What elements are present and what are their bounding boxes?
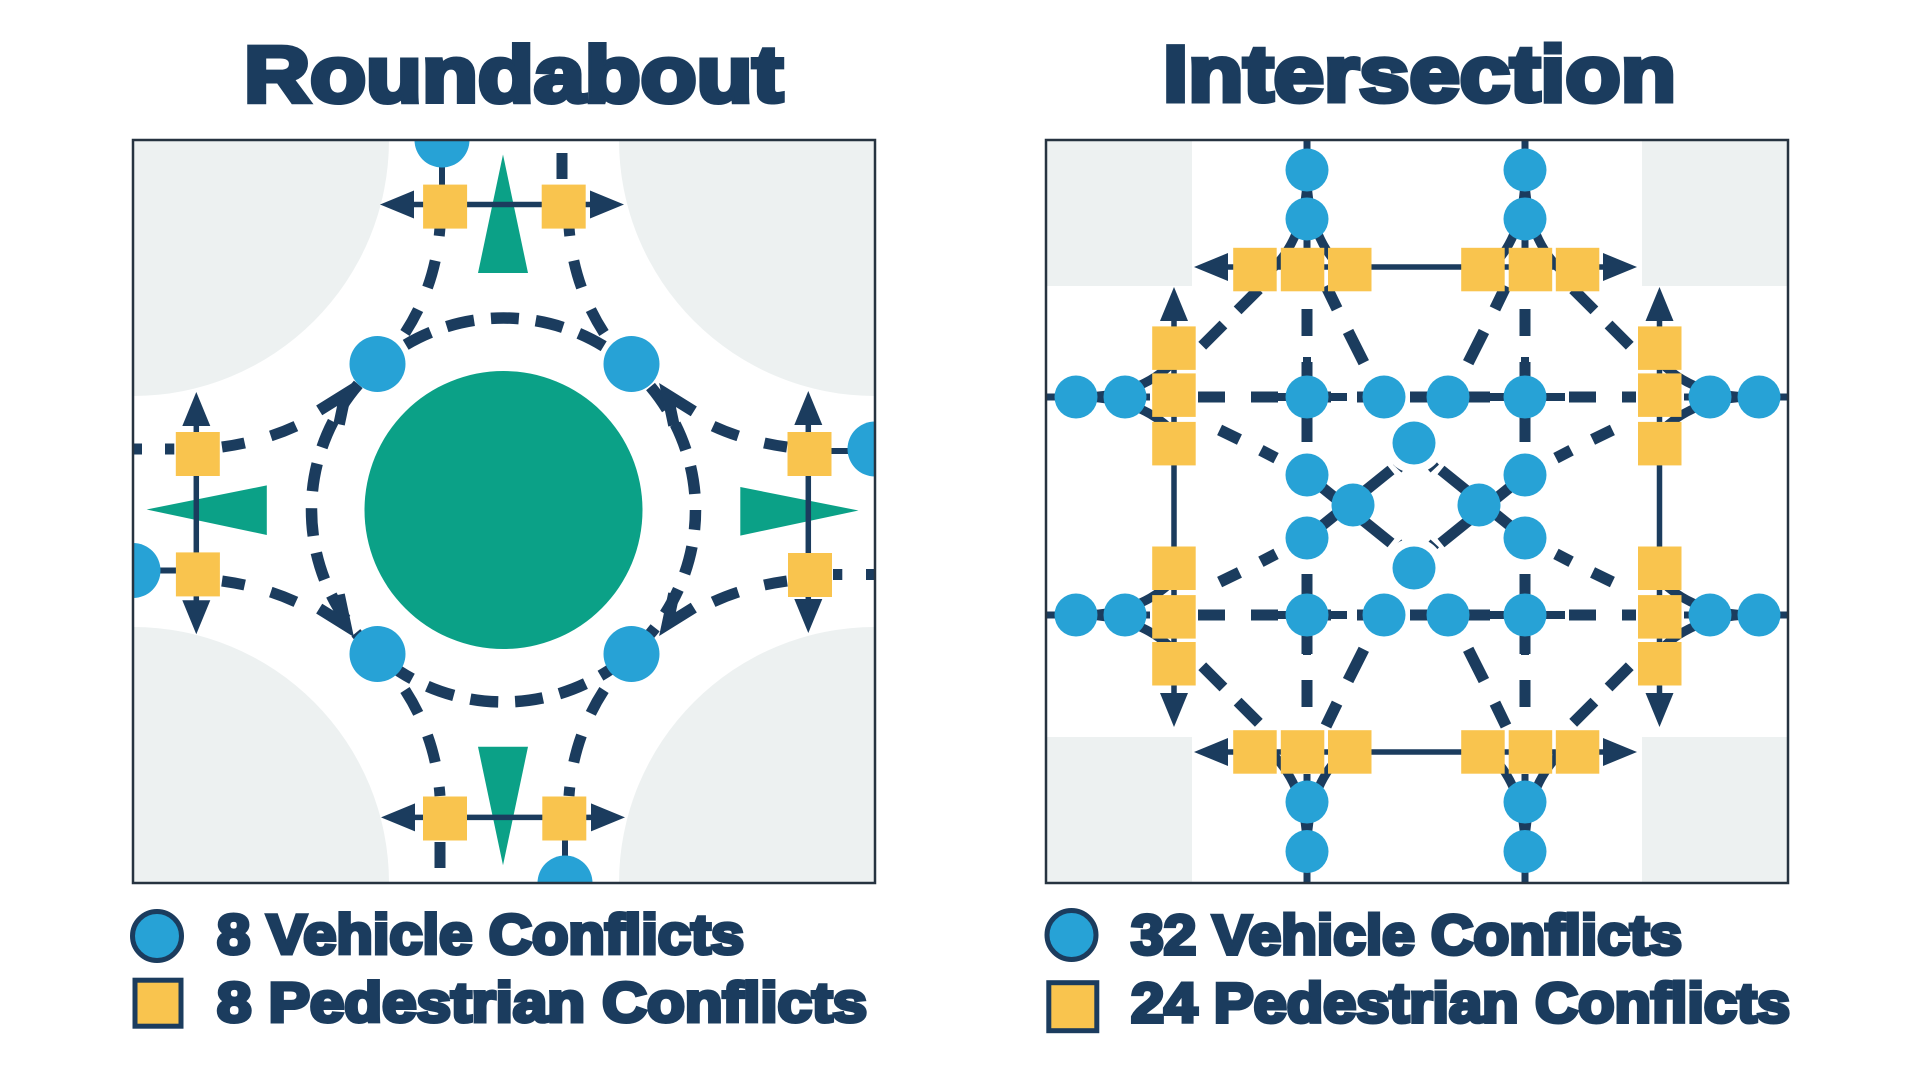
svg-text:Roundabout: Roundabout: [244, 30, 783, 119]
svg-text:8 Vehicle Conflicts: 8 Vehicle Conflicts: [217, 902, 744, 965]
svg-text:Intersection: Intersection: [1163, 29, 1676, 118]
svg-text:24 Pedestrian Conflicts: 24 Pedestrian Conflicts: [1131, 971, 1790, 1034]
svg-text:8 Pedestrian Conflicts: 8 Pedestrian Conflicts: [217, 970, 867, 1033]
svg-text:32 Vehicle Conflicts: 32 Vehicle Conflicts: [1131, 903, 1682, 966]
